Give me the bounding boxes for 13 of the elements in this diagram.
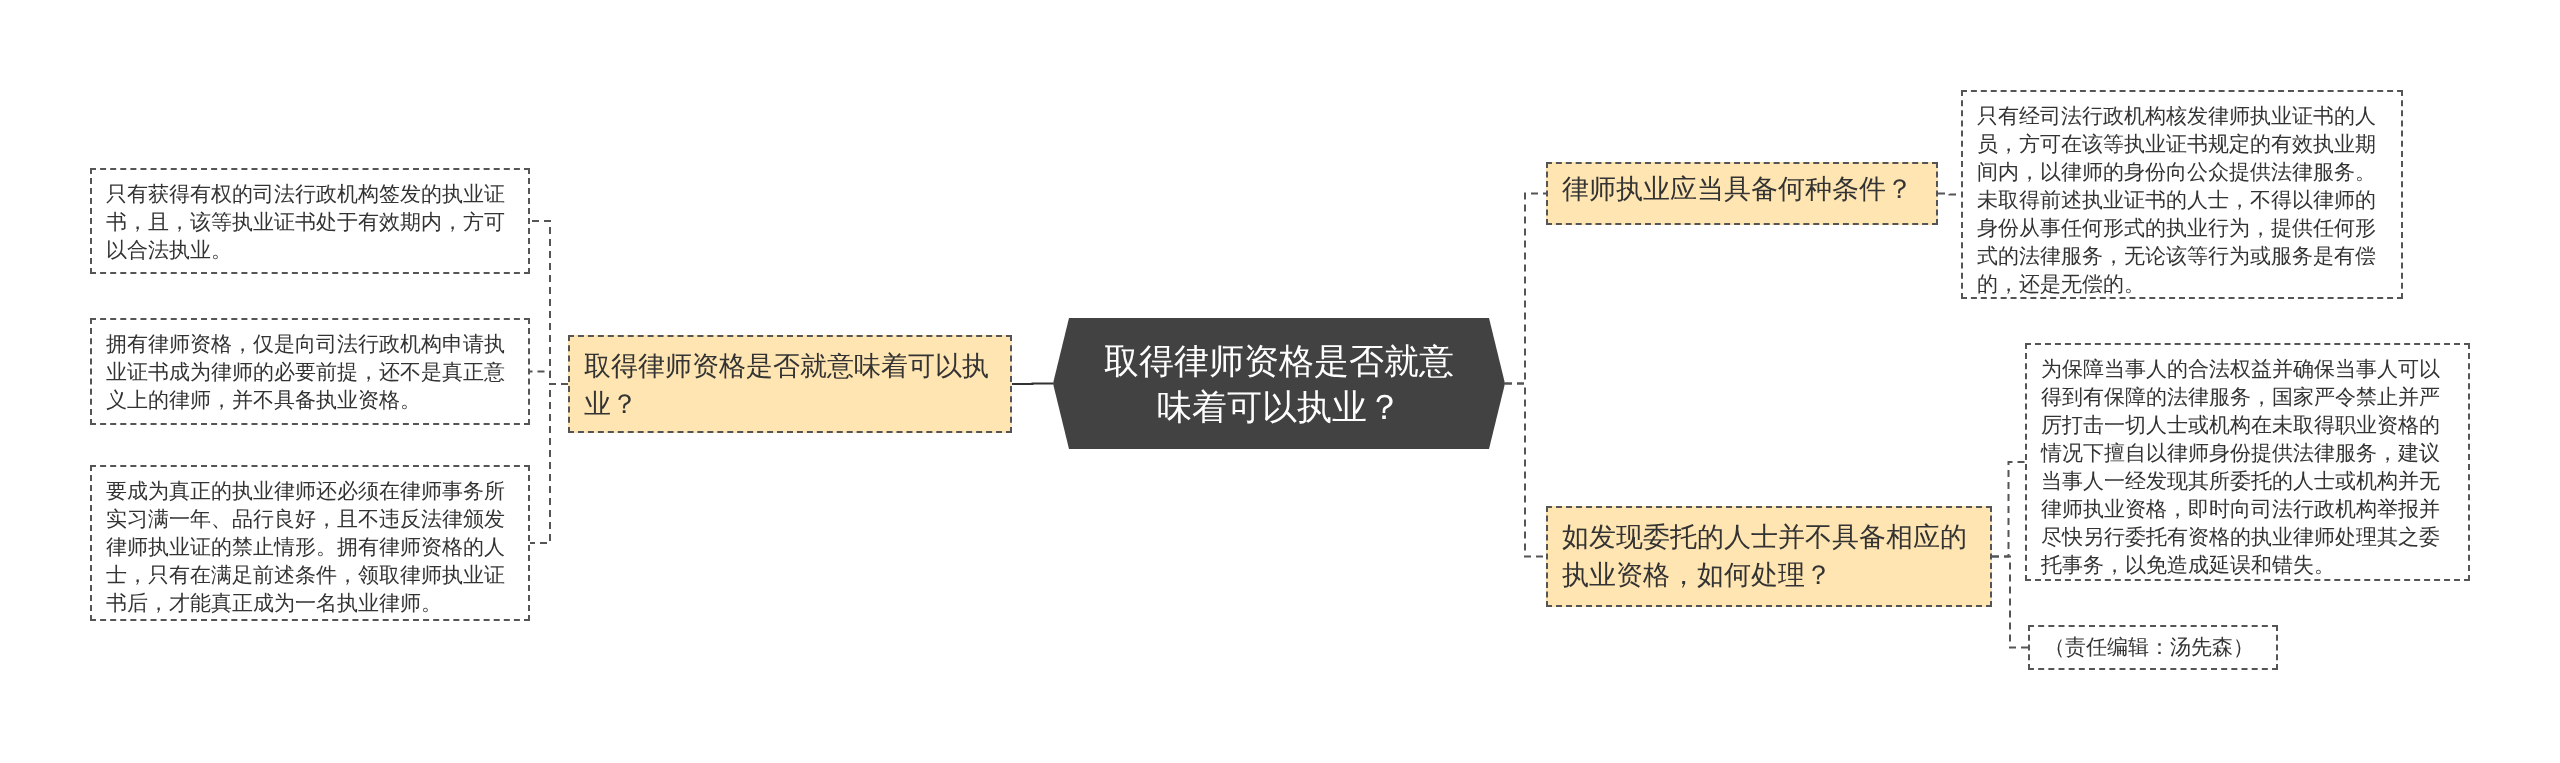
note-box: 为保障当事人的合法权益并确保当事人可以得到有保障的法律服务，国家严令禁止并严厉打击一切人士或机构在未取得职业资格的情况下擅自以律师身份提供法律服务，建议当事人一经发现其所委托的人士或机构并无律师执业资格，即时向司法行政机构举报并尽快另行委托有资格的执业律师处理其之委托事务，以免造成延误和错失。 bbox=[2025, 343, 2470, 581]
note-box: （责任编辑：汤先森） bbox=[2028, 625, 2278, 670]
connector-line bbox=[1991, 555, 2029, 649]
central-topic: 取得律师资格是否就意味着可以执业？ bbox=[1053, 318, 1505, 449]
topic-box: 取得律师资格是否就意味着可以执业？ bbox=[568, 335, 1012, 433]
connector-line bbox=[529, 383, 569, 544]
note-box: 要成为真正的执业律师还必须在律师事务所实习满一年、品行良好，且不违反法律颁发律师执业证的禁止情形。拥有律师资格的人士，只有在满足前述条件，领取律师执业证书后，才能真正成为一名执业律师。 bbox=[90, 465, 530, 621]
connector-line bbox=[1011, 382, 1054, 385]
note-box: 只有获得有权的司法行政机构签发的执业证书，且，该等执业证书处于有效期内，方可以合法执业。 bbox=[90, 168, 530, 274]
note-box: 拥有律师资格，仅是向司法行政机构申请执业证书成为律师的必要前提，还不是真正意义上的律师，并不具备执业资格。 bbox=[90, 318, 530, 425]
topic-box: 律师执业应当具备何种条件？ bbox=[1546, 162, 1938, 225]
note-box: 只有经司法行政机构核发律师执业证书的人员，方可在该等执业证书规定的有效执业期间内，以律师的身份向公众提供法律服务。未取得前述执业证书的人士，不得以律师的身份从事任何形式的执业行为，提供任何形式的法律服务，无论该等行为或服务是有偿的，还是无偿的。 bbox=[1961, 90, 2403, 299]
topic-box: 如发现委托的人士并不具备相应的执业资格，如何处理？ bbox=[1546, 506, 1992, 607]
